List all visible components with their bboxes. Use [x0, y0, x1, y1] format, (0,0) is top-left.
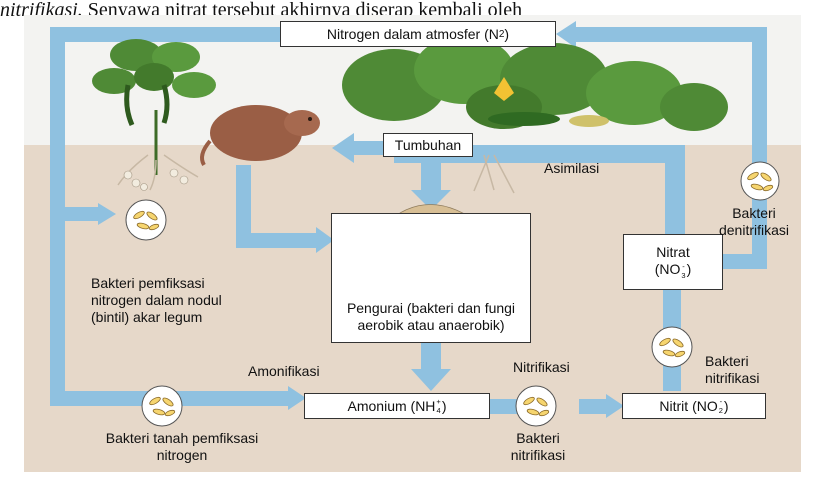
- atmosphere-text-end: ): [504, 26, 509, 43]
- arrow-band-to-decomposer: [236, 233, 320, 248]
- arrow-band-to-nodule: [50, 207, 100, 221]
- nitrite-subscript: 2: [719, 406, 723, 415]
- atmosphere-text: Nitrogen dalam atmosfer (N: [327, 26, 499, 43]
- plants-text: Tumbuhan: [395, 137, 461, 154]
- mole-icon: [202, 105, 320, 165]
- ammonium-subscript: 4: [436, 406, 440, 415]
- ammonification-label: Amonifikasi: [248, 363, 320, 380]
- arrow-band-plants-down: [421, 162, 441, 192]
- arrow-head-to-ammonium-from-decomposer: [411, 369, 451, 391]
- soil-bacteria-label: Bakteri tanah pemfiksasi nitrogen: [82, 430, 282, 464]
- arrow-band-top-left: [50, 27, 280, 42]
- nitrifying-bacteria-right-label: Bakteri nitrifikasi: [705, 353, 785, 387]
- plants-box: Tumbuhan: [383, 133, 473, 157]
- bacteria-soil: [142, 386, 182, 426]
- bacteria-denitrifying: [741, 162, 779, 200]
- nitrate-text-end: ): [687, 261, 692, 277]
- nitrate-superscript: -: [681, 262, 685, 271]
- nitrite-box: Nitrit (NO-2): [622, 393, 766, 419]
- nitrite-text-end: ): [724, 398, 729, 415]
- ammonium-superscript: +: [436, 397, 440, 406]
- nitrate-title: Nitrat: [656, 244, 689, 261]
- nitrate-subscript: 3: [681, 271, 685, 280]
- nitrite-superscript: -: [719, 397, 723, 406]
- arrow-head-to-nodule: [98, 203, 116, 225]
- arrow-band-to-plants: [346, 141, 386, 155]
- nodule-bacteria-label: Bakteri pemfiksasi nitrogen dalam nodul …: [91, 275, 251, 326]
- arrow-band-to-nitrite: [579, 399, 609, 414]
- bacteria-nodule: [126, 200, 166, 240]
- denitrifying-bacteria-label: Bakteri denitrifikasi: [714, 205, 794, 239]
- bacteria-nitrifying-right: [652, 327, 692, 367]
- legume-plant-icon: [92, 39, 216, 191]
- arrow-band-decomposer-down: [421, 343, 441, 371]
- decomposer-box: Pengurai (bakteri dan fungi aerobik atau…: [331, 213, 531, 343]
- nitrate-text: (NO: [655, 261, 681, 277]
- ammonium-text: Amonium (NH: [348, 398, 436, 415]
- nitrite-text: Nitrit (NO: [659, 398, 717, 415]
- ammonium-box: Amonium (NH+4): [304, 393, 490, 419]
- arrow-band-top-right: [574, 27, 766, 42]
- assimilation-label: Asimilasi: [544, 160, 599, 177]
- decomposer-text: Pengurai (bakteri dan fungi aerobik atau…: [338, 300, 524, 334]
- nitrification-label: Nitrifikasi: [513, 359, 570, 376]
- nitrate-box: Nitrat (NO-3): [623, 234, 723, 290]
- nitrifying-bacteria-bottom-label: Bakteri nitrifikasi: [498, 430, 578, 464]
- arrow-band-nitrate-out: [722, 254, 767, 269]
- bacteria-nitrifying-bottom: [516, 386, 556, 426]
- ammonium-text-end: ): [442, 398, 447, 415]
